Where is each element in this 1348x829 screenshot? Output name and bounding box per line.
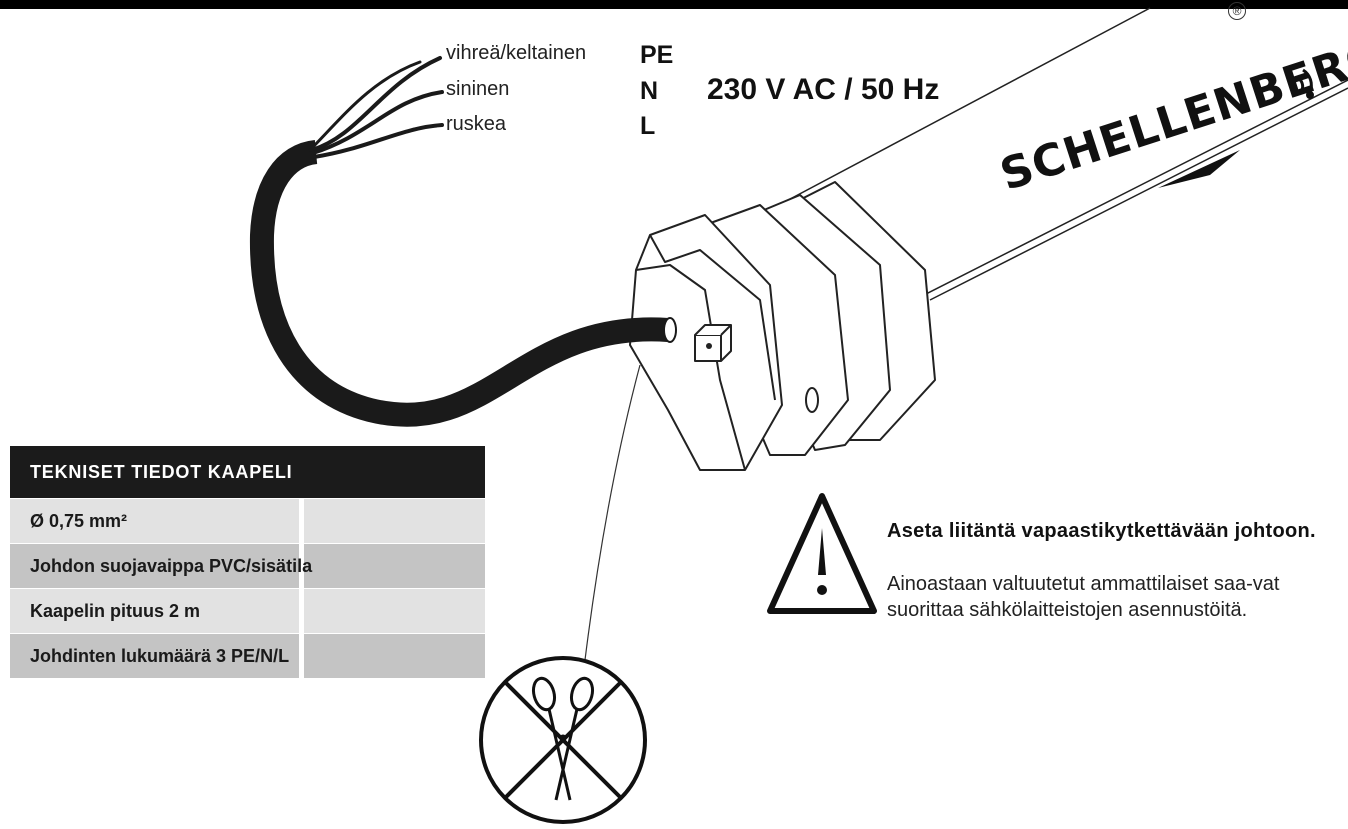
top-border	[0, 0, 1348, 9]
spec-row: Kaapelin pituus 2 m	[10, 589, 485, 633]
no-cutting-scissors-icon	[479, 656, 647, 824]
wire-code-l: L	[640, 112, 656, 140]
spec-row: Johdon suojavaippa PVC/sisätila	[10, 544, 485, 588]
radio-waves-icon	[1297, 68, 1314, 99]
spec-row: Ø 0,75 mm²	[10, 499, 485, 543]
spec-row-text: Johdon suojavaippa PVC/sisätila	[30, 556, 313, 576]
wire-code-pe: PE	[640, 41, 674, 69]
voltage-label: 230 V AC / 50 Hz	[707, 73, 940, 106]
wire-label-green-yellow: vihreä/keltainen	[446, 42, 587, 64]
motor-tube	[759, 7, 1348, 331]
wire-label-blue: sininen	[446, 78, 510, 100]
warning-body: Ainoastaan valtuutetut ammattilaiset saa…	[887, 573, 1280, 621]
wire-code-n: N	[640, 77, 659, 105]
power-cable	[249, 140, 669, 427]
spec-row-text: Johdinten lukumäärä 3 PE/N/L	[30, 646, 290, 666]
brand-logo	[1158, 68, 1314, 188]
warning-title: Aseta liitäntä vapaastikytkettävään joht…	[887, 520, 1316, 542]
spec-table-title: TEKNISET TIEDOT KAAPELI	[10, 446, 485, 498]
wire-label-brown: ruskea	[446, 113, 507, 135]
wire-ends	[308, 56, 444, 159]
antenna-wire	[584, 364, 641, 661]
spec-row-text: Kaapelin pituus 2 m	[30, 601, 201, 621]
registered-mark: ®	[1228, 2, 1246, 20]
spec-table: TEKNISET TIEDOT KAAPELI Ø 0,75 mm² Johdo…	[10, 446, 485, 678]
motor-head	[629, 181, 936, 471]
warning-triangle-icon	[767, 493, 877, 614]
spec-row: Johdinten lukumäärä 3 PE/N/L	[10, 634, 485, 678]
spec-row-text: Ø 0,75 mm²	[30, 511, 128, 531]
